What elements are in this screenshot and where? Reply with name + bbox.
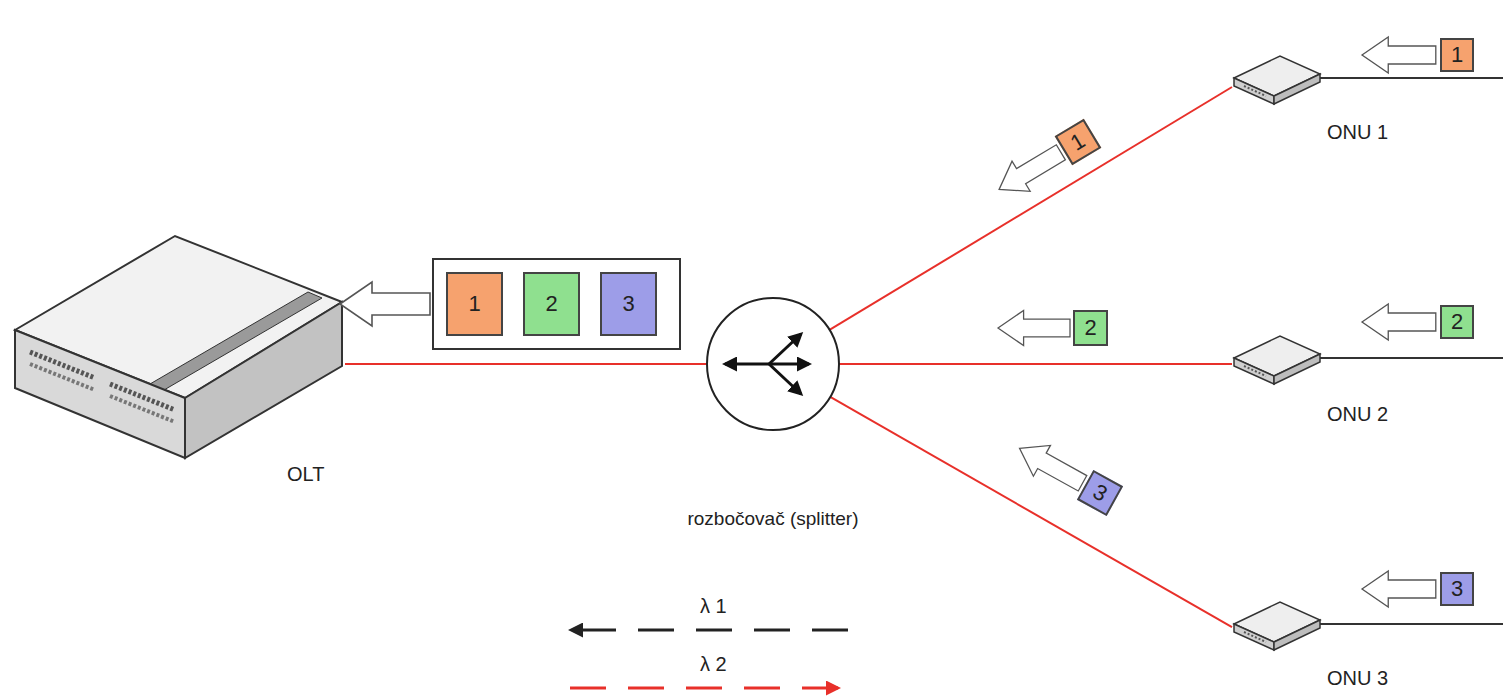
direction-arrow: [998, 310, 1070, 345]
olt-device: OLT: [15, 232, 345, 462]
olt-ports: [110, 384, 175, 410]
olt-ports: [30, 352, 95, 378]
packet-number: 2: [1084, 315, 1096, 341]
fiber-link: [830, 87, 1232, 330]
client-cable: [1320, 78, 1503, 624]
client-cable: [1320, 623, 1503, 625]
data-packet: 1: [1055, 119, 1102, 166]
client-cable: [1320, 357, 1503, 359]
data-packet: 2: [1073, 310, 1108, 346]
data-packet: 2: [523, 272, 580, 336]
node-label: ONU 3: [1327, 666, 1417, 690]
packet-number: 2: [1451, 309, 1463, 335]
data-packet: 3: [1077, 470, 1123, 516]
packet-number: 1: [468, 291, 480, 317]
splitter-branch: [769, 363, 809, 366]
splitter: rozbočovač (splitter): [705, 296, 841, 432]
legend-text: λ 2: [700, 653, 727, 675]
frame-group: 1 2 3: [432, 258, 681, 350]
legend-text: λ 1: [700, 595, 727, 617]
splitter-symbol: [705, 296, 841, 432]
packet-number: 3: [1451, 576, 1463, 602]
packet-number: 1: [1066, 128, 1090, 157]
direction-arrow: [1362, 304, 1436, 340]
packet-number: 1: [1451, 42, 1463, 68]
client-cable: [1320, 77, 1503, 79]
fiber-link: [345, 363, 707, 365]
legend-sample: [570, 630, 850, 688]
legend-sample: [570, 687, 838, 690]
node-label: OLT: [287, 462, 357, 486]
packet-number: 3: [622, 291, 634, 317]
onu-device: ONU 2: [1232, 330, 1322, 385]
olt-device: [15, 236, 342, 458]
data-packet: 1: [1440, 38, 1474, 72]
splitter-outline: [707, 298, 839, 430]
onu-device: [1234, 56, 1320, 650]
data-packet: 2: [1440, 305, 1474, 339]
node-label: rozbočovač (splitter): [683, 506, 863, 532]
splitter-branch: [769, 334, 801, 364]
legend-item: λ 2: [700, 652, 727, 676]
direction-arrow: [1362, 37, 1436, 73]
onu-device: [1234, 56, 1320, 104]
onu-device: [1234, 602, 1320, 650]
data-packet: 3: [600, 272, 657, 336]
onu-device: ONU 1: [1232, 50, 1322, 105]
splitter-branch: [725, 363, 769, 366]
splitter-branch: [769, 364, 801, 394]
data-packet: 3: [1440, 572, 1474, 606]
fiber-link: [839, 363, 1232, 365]
node-label: ONU 1: [1327, 120, 1417, 144]
olt-front: [15, 330, 185, 458]
olt-ports: [30, 364, 95, 390]
node-label: ONU 2: [1327, 402, 1417, 426]
packet-number: 2: [545, 291, 557, 317]
direction-arrow: [990, 137, 1070, 204]
onu-device: ONU 3: [1232, 596, 1322, 651]
direction-arrow: [1362, 571, 1436, 607]
olt-side: [185, 302, 342, 458]
olt-ports: [110, 396, 175, 422]
legend-item: λ 1: [700, 594, 727, 618]
fiber-link: [830, 397, 1232, 627]
direction-arrow: [340, 37, 1436, 607]
direction-arrow: [1011, 433, 1091, 499]
packet-number: 3: [1088, 479, 1111, 508]
onu-device: [1234, 336, 1320, 384]
legend-sample: [580, 629, 850, 632]
direction-arrow: [340, 282, 430, 326]
data-packet: 1: [446, 272, 503, 336]
